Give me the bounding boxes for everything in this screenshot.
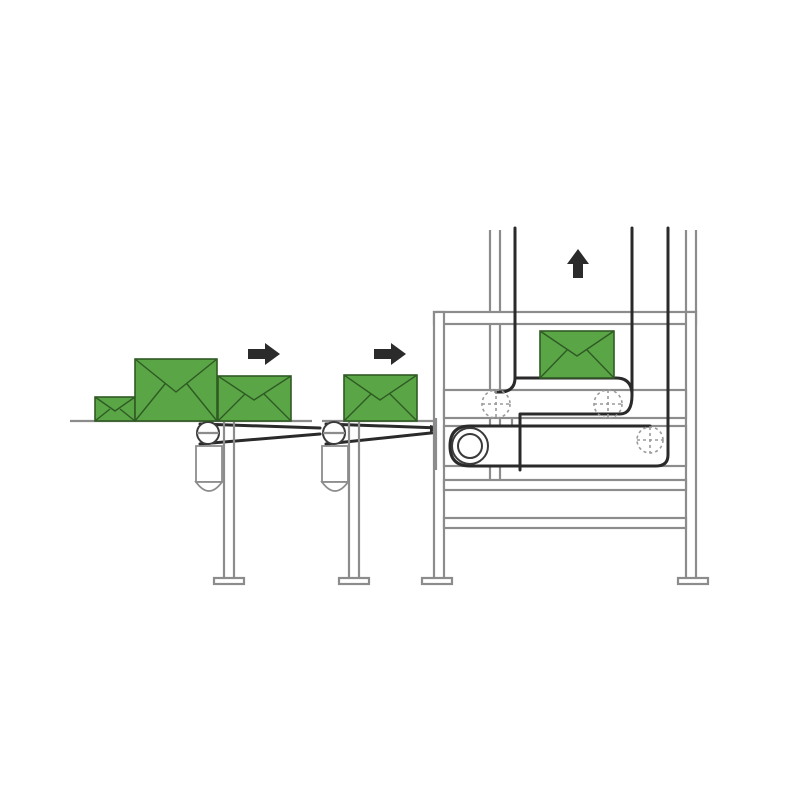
package-lifted — [539, 330, 615, 379]
conveyor-2-motor — [321, 445, 349, 483]
lift-left-foot — [420, 576, 454, 586]
packages — [94, 330, 615, 422]
package-small — [94, 396, 136, 422]
conveyor-1-motor — [195, 445, 223, 483]
lift-top-beam — [432, 310, 698, 326]
conveyor-2-foot — [337, 576, 371, 586]
lift-chain-right — [448, 226, 670, 468]
lift-right-foot — [676, 576, 710, 586]
package-large — [134, 358, 218, 422]
lift-right-post — [684, 310, 698, 584]
lift-chain-left — [494, 226, 517, 394]
infeed-conveyor-2 — [320, 419, 442, 586]
vertical-lift-unit — [420, 226, 710, 586]
package-medium-1 — [217, 375, 292, 422]
infeed-conveyor-1 — [70, 419, 322, 586]
carriage-belt-upper — [514, 376, 634, 397]
conveyor-2-belt — [324, 422, 442, 446]
lift-crossbar-2 — [442, 516, 688, 530]
arrow-right-icon — [248, 343, 280, 365]
package-medium-2 — [343, 374, 418, 422]
conveyor-1-belt — [198, 422, 322, 446]
arrow-up-icon — [567, 249, 589, 278]
lift-crossbar-1 — [442, 478, 688, 492]
conveyor-1-foot — [212, 576, 246, 586]
arrow-right-icon — [374, 343, 406, 365]
